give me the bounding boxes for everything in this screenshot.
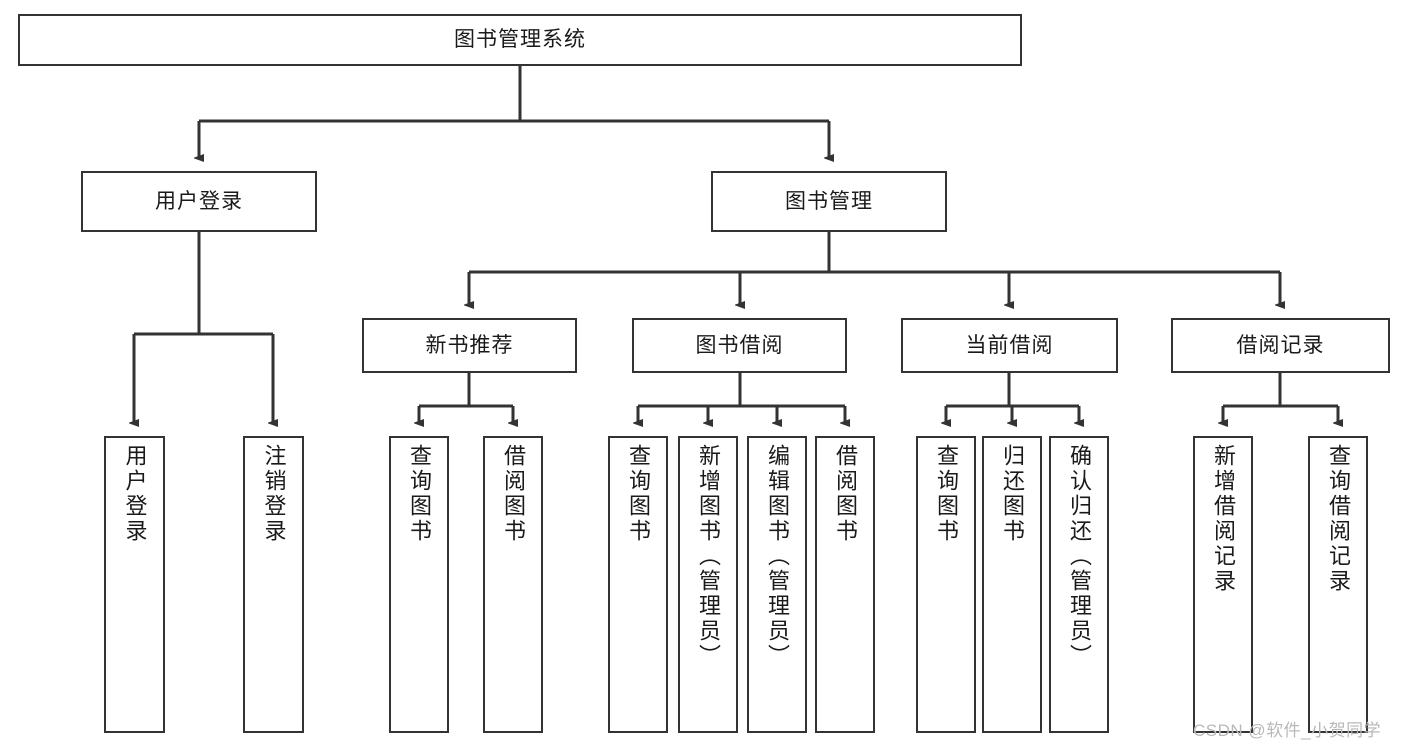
node-label: 当前借阅 (965, 333, 1054, 357)
node-label: 借阅图书 (501, 444, 526, 544)
leaf-query-book-recommend[interactable]: 查询图书 (389, 436, 449, 733)
node-user-login[interactable]: 用户登录 (81, 171, 317, 232)
leaf-query-book-current[interactable]: 查询图书 (916, 436, 976, 733)
csdn-watermark: CSDN @软件_小贺同学 (1193, 721, 1382, 740)
node-label: 图书管理 (785, 189, 873, 213)
node-label: 查询图书 (407, 444, 432, 544)
leaf-logout-login[interactable]: 注销登录 (243, 436, 304, 733)
node-label: 借阅记录 (1236, 333, 1325, 357)
leaf-edit-book-admin[interactable]: 编辑图书（管理员） (747, 436, 807, 733)
leaf-add-book-admin[interactable]: 新增图书（管理员） (678, 436, 738, 733)
node-label: 图书借阅 (695, 333, 784, 357)
node-label: 用户登录 (155, 189, 243, 213)
node-label: 新增借阅记录 (1211, 444, 1236, 594)
leaf-return-book[interactable]: 归还图书 (982, 436, 1042, 733)
node-label: 编辑图书（管理员） (765, 444, 790, 669)
leaf-borrow-book-recommend[interactable]: 借阅图书 (483, 436, 543, 733)
leaf-borrow-book[interactable]: 借阅图书 (815, 436, 875, 733)
leaf-query-book-borrow[interactable]: 查询图书 (608, 436, 668, 733)
node-label: 查询图书 (934, 444, 959, 544)
node-label: 用户登录 (122, 444, 148, 544)
leaf-query-borrow-record[interactable]: 查询借阅记录 (1308, 436, 1368, 733)
leaf-add-borrow-record[interactable]: 新增借阅记录 (1193, 436, 1253, 733)
node-label: 查询图书 (626, 444, 651, 544)
leaf-user-login[interactable]: 用户登录 (104, 436, 165, 733)
node-current-borrow[interactable]: 当前借阅 (901, 318, 1118, 373)
node-new-book-recommend[interactable]: 新书推荐 (362, 318, 577, 373)
node-book-borrow[interactable]: 图书借阅 (632, 318, 847, 373)
node-label: 查询借阅记录 (1326, 444, 1351, 594)
node-label: 借阅图书 (833, 444, 858, 544)
node-label: 注销登录 (261, 444, 287, 544)
leaf-confirm-return-admin[interactable]: 确认归还（管理员） (1049, 436, 1109, 733)
node-book-management[interactable]: 图书管理 (711, 171, 947, 232)
node-label: 图书管理系统 (454, 28, 586, 52)
node-root-system[interactable]: 图书管理系统 (18, 14, 1022, 66)
node-label: 归还图书 (1000, 444, 1025, 544)
node-label: 新书推荐 (425, 333, 514, 357)
node-borrow-record[interactable]: 借阅记录 (1171, 318, 1390, 373)
node-label: 确认归还（管理员） (1067, 444, 1092, 669)
node-label: 新增图书（管理员） (696, 444, 721, 669)
